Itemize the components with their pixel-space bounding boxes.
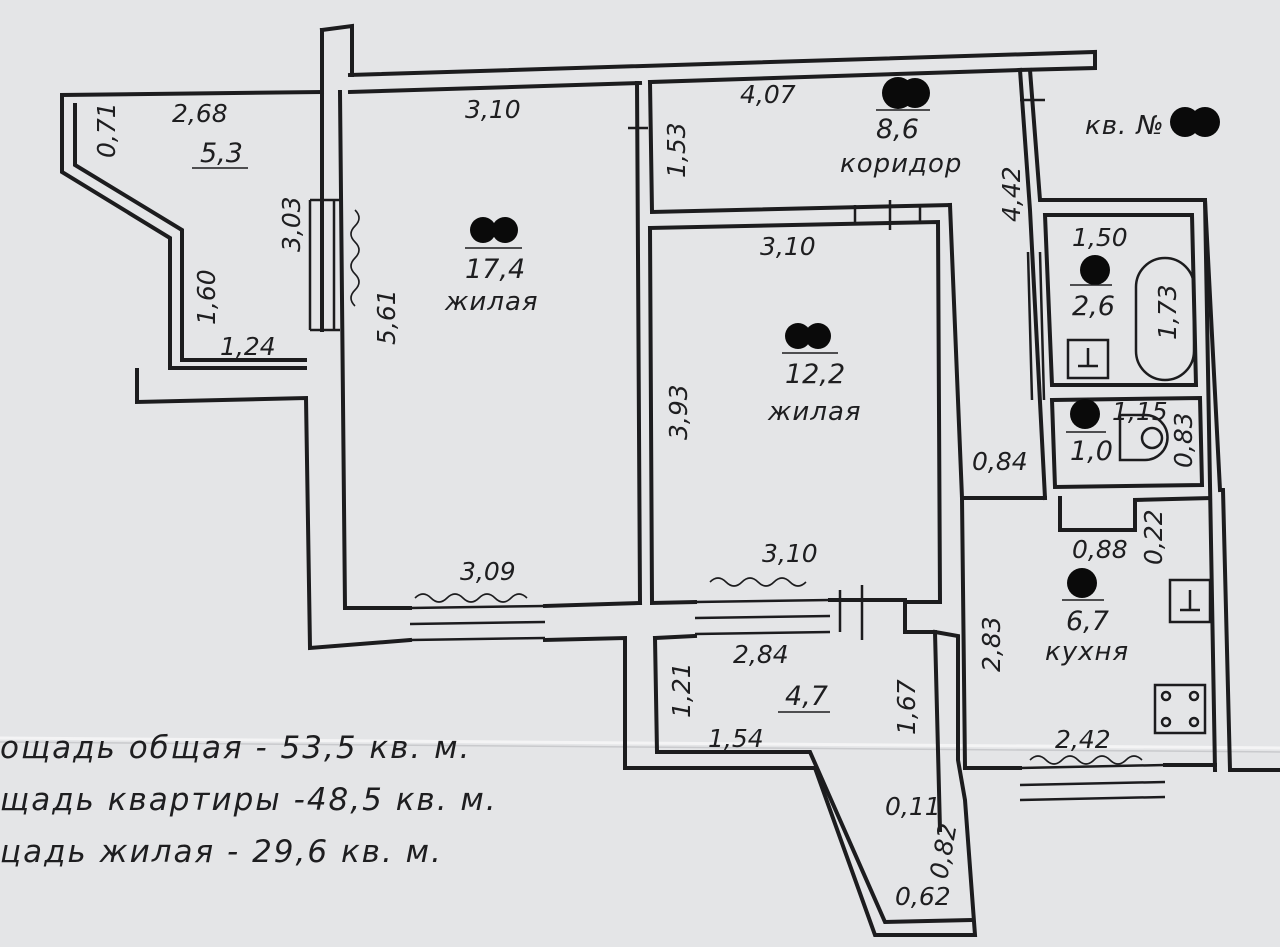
bottom-loggia: 2,84 1,21 4,7 1,67 1,54 0,11 0,82 0,62 [667,640,963,911]
toilet: 1,15 1,0 0,83 [1066,397,1198,468]
area-4-7: 4,7 [785,681,828,712]
area-17-4: 17,4 [465,254,525,285]
bathtub-icon [1134,256,1196,382]
toilet-icon [1118,413,1169,462]
apartment-number-label: кв. № [1085,111,1165,141]
summary-apartment-area: щадь квартиры -48,5 кв. м. [0,782,498,818]
dim-0-84: 0,84 [972,447,1028,476]
area-6-7: 6,7 [1066,606,1109,637]
bathroom: 1,50 2,6 1,73 [1070,223,1182,340]
label-living-2: жилая [767,397,862,427]
dim-5-61: 5,61 [372,289,401,345]
dim-2-42: 2,42 [1055,725,1111,754]
window-wave-marks [350,209,1143,765]
dim-3-03: 3,03 [277,196,306,252]
dim-1-15: 1,15 [1112,397,1168,426]
label-corridor: коридор [840,149,962,179]
dim-3-10-small-top: 3,10 [760,232,816,261]
dim-3-93: 3,93 [664,384,693,440]
dim-0-88: 0,88 [1072,535,1128,564]
dim-4-07: 4,07 [740,80,796,109]
paper-fold-shadow [0,741,1280,753]
dim-0-62: 0,62 [895,882,951,911]
living-room-large: 3,10 17,4 жилая 5,61 3,09 [372,95,539,586]
dim-1-60: 1,60 [192,269,221,325]
kitchen-sink-icon [1168,578,1212,624]
area-12-2: 12,2 [785,359,845,390]
dim-4-42: 4,42 [997,166,1026,222]
dim-3-10-top: 3,10 [465,95,521,124]
dim-1-67: 1,67 [892,679,921,735]
dim-1-50: 1,50 [1072,223,1128,252]
living-room-small: 3,10 12,2 жилая 3,93 3,10 [664,232,862,568]
label-living-1: жилая [444,287,539,317]
fixtures [1066,256,1212,735]
kitchen: 0,88 0,22 6,7 кухня 2,83 2,42 [977,509,1168,754]
summary-total-area: ощадь общая - 53,5 кв. м. [0,730,471,766]
dim-1-24: 1,24 [220,332,276,361]
dim-0-82: 0,82 [924,821,962,881]
dim-0-22: 0,22 [1139,509,1168,565]
redaction-marks [465,77,1220,598]
dim-1-73: 1,73 [1153,284,1182,340]
dim-0-83: 0,83 [1169,412,1198,468]
dim-2-84: 2,84 [733,640,789,669]
dim-3-10-small-bottom: 3,10 [762,539,818,568]
dim-1-54: 1,54 [708,724,764,753]
walls [60,23,1280,937]
dim-0-71: 0,71 [92,102,121,158]
label-kitchen: кухня [1045,637,1129,667]
summary-living-area: цадь жилая - 29,6 кв. м. [0,834,443,870]
dim-2-68: 2,68 [172,99,228,128]
sink-icon [1066,338,1110,380]
stove-icon [1153,683,1207,735]
dim-1-21: 1,21 [667,662,696,718]
dim-0-11: 0,11 [885,792,941,821]
corridor: 4,07 1,53 8,6 коридор 4,42 0,84 [662,80,1028,476]
area-8-6: 8,6 [876,114,919,145]
area-summary: ощадь общая - 53,5 кв. м. щадь квартиры … [0,730,498,870]
area-5-3: 5,3 [200,138,243,169]
dim-3-09: 3,09 [460,557,516,586]
area-2-6: 2,6 [1072,291,1115,322]
dim-1-53: 1,53 [662,122,691,178]
left-loggia: 2,68 0,71 5,3 3,03 1,60 1,24 [92,99,306,361]
paper-fold-line [0,736,1280,750]
dim-2-83: 2,83 [977,616,1006,672]
area-1-0: 1,0 [1070,436,1113,467]
